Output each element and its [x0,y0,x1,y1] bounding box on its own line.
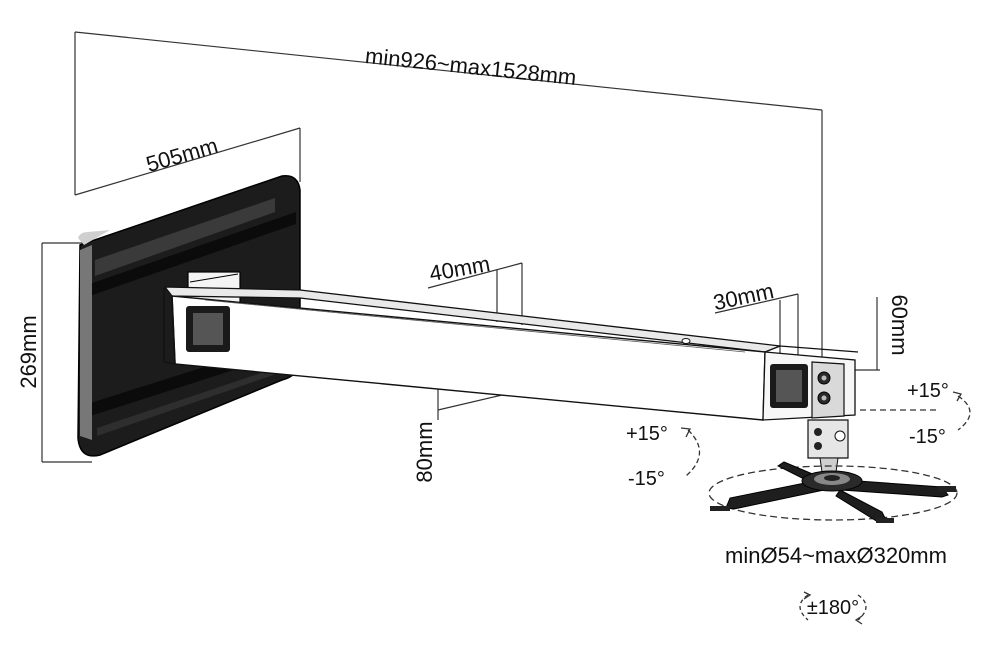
rotation-arrow [799,591,867,625]
total-length-label: min926~max1528mm [364,43,578,90]
extension-arm [163,286,940,421]
mount-diameter-label: minØ54~maxØ320mm [725,543,947,568]
inner-tube-height-label: 60mm [887,294,912,355]
swivel-arrow [680,427,701,477]
tilt-minus-label: -15° [909,426,946,448]
swivel-plus-label: +15° [626,423,668,445]
arm-width-label: 40mm [427,251,492,286]
rotation-label: ±180° [807,597,859,619]
projector-mount [708,419,958,523]
plate-width-label: 505mm [143,133,220,177]
plate-height-label: 269mm [16,315,41,388]
tilt-arrow [952,391,971,431]
swivel-minus-label: -15° [628,468,665,490]
tilt-plus-label: +15° [907,380,949,402]
inner-tube-width-label: 30mm [711,278,776,315]
arm-height-label: 80mm [412,421,437,482]
